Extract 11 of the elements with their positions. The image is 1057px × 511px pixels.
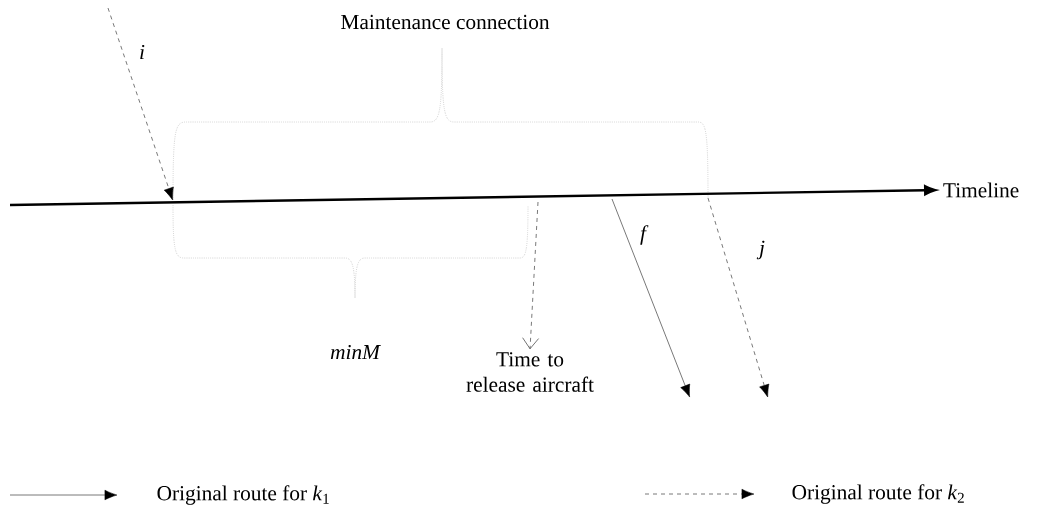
timeline-arrow (10, 185, 937, 207)
route-label: f (640, 225, 649, 245)
brace-label: Maintenance connection (341, 14, 550, 30)
legend-label: Original route for k$_{1}$ (157, 485, 329, 505)
route-label: i (140, 44, 145, 60)
timeline-label: Timeline (943, 182, 1019, 198)
brace-label: minM (330, 344, 381, 360)
route-label: j (756, 240, 765, 260)
event-label: Time to release aircraft (466, 352, 594, 392)
legend-label: Original route for k$_{2}$ (792, 484, 964, 504)
arrow (522, 201, 539, 350)
